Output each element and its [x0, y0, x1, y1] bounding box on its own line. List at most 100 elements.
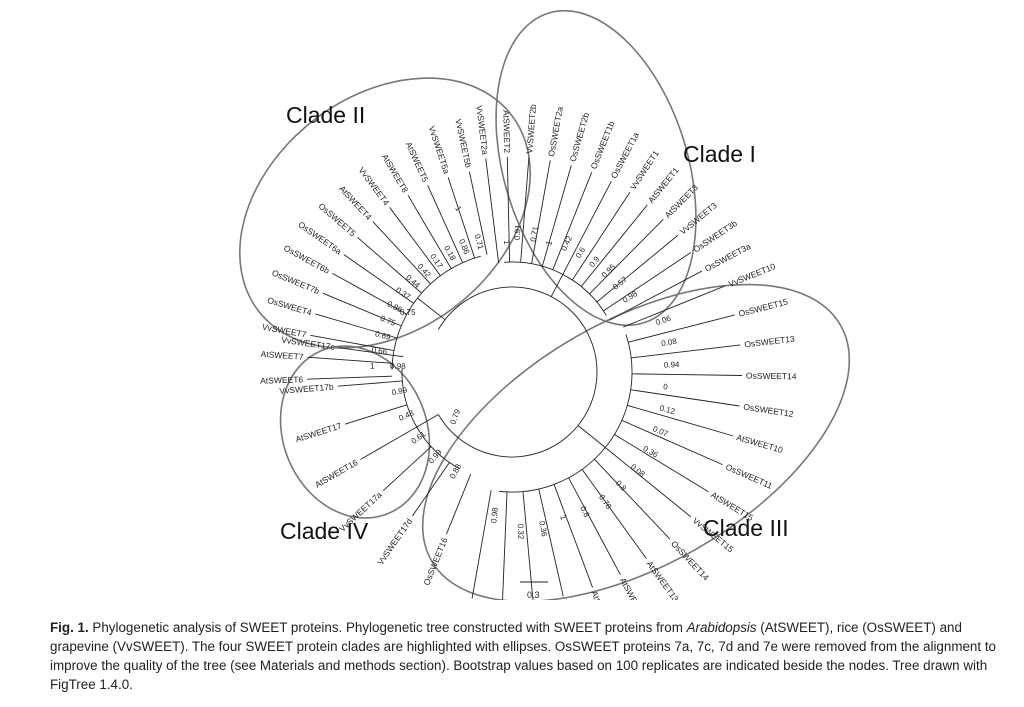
bootstrap-value: 0.71 — [473, 233, 486, 251]
clade3-branch-inner — [522, 491, 529, 552]
taxon-label: AtSWEET10 — [735, 432, 784, 455]
clade1-branch-inner — [603, 282, 646, 312]
taxon-label: OsSWEET1b — [589, 120, 617, 171]
clade2-branch-inner — [464, 229, 476, 259]
clade3-branch-leaf — [684, 421, 734, 437]
clade4-branch-inner — [383, 353, 404, 358]
clade2-branch-inner — [430, 233, 452, 269]
tree-branches — [307, 157, 742, 600]
clade4-branch-leaf — [337, 383, 363, 387]
clade-iv-ellipse — [279, 345, 431, 519]
bootstrap-value: 0.37 — [394, 285, 412, 302]
clade1-branch-inner — [571, 246, 595, 281]
bootstrap-value: 0.94 — [664, 360, 680, 369]
clade2-branch-leaf — [427, 184, 443, 218]
root-bootstrap-value: 1 — [453, 205, 463, 214]
clade1-branch-leaf — [524, 157, 530, 213]
bootstrap-value: 0.88 — [448, 462, 464, 480]
clade2-branch-leaf — [468, 171, 480, 216]
clade2-branch-leaf — [389, 207, 423, 252]
clade2-branch-leaf — [343, 254, 390, 287]
bootstrap-value: 0.32 — [516, 524, 526, 540]
clade3-branch-leaf — [656, 460, 709, 493]
clade1-branch-inner — [580, 247, 614, 287]
clade4-branch-inner — [401, 446, 432, 474]
clade3-branch-leaf — [671, 373, 742, 376]
bootstrap-value: 0 — [663, 382, 669, 392]
clade-iv-label: Clade IV — [280, 518, 369, 544]
clade-iii-ellipse — [421, 283, 851, 600]
clade4-branch-leaf — [360, 436, 400, 460]
clade3-branch-inner — [628, 329, 677, 343]
clade2-branch-leaf — [332, 272, 364, 291]
clade3-branch-leaf — [471, 539, 483, 599]
clade1-branch-inner — [531, 234, 538, 264]
bootstrap-value: 0.17 — [428, 252, 445, 270]
clade2-inner-arc — [391, 255, 481, 370]
clade4-branch-inner — [431, 462, 450, 488]
clade3-branch-inner — [627, 404, 686, 423]
clade4-branch-inner — [462, 473, 472, 493]
clade2-branch-leaf — [307, 356, 353, 361]
bootstrap-value: 1 — [370, 362, 375, 371]
clade2-branch-leaf — [310, 334, 345, 343]
clade1-branch-inner — [552, 223, 572, 270]
clade2-branch-inner — [362, 375, 393, 378]
clade1-branch-inner — [596, 276, 629, 303]
clade2-branch-inner — [368, 329, 398, 339]
clade3-branch-inner — [504, 491, 508, 532]
clade1-branch-inner — [562, 247, 578, 275]
clade1-branch-leaf — [485, 158, 496, 234]
clade-i-ellipse — [495, 9, 697, 327]
clade-i-label: Clade I — [683, 141, 756, 167]
taxon-label: VvSWEET5a — [427, 125, 452, 176]
clade4-inner-arc — [401, 368, 461, 470]
clade1-branch-leaf — [576, 181, 612, 249]
taxon-label: OsSWEET2b — [568, 111, 592, 163]
bootstrap-value: 0.91 — [513, 224, 523, 241]
clade4-branch-leaf — [446, 492, 464, 535]
clade3-branch-leaf — [549, 537, 564, 597]
clade3-branch-leaf — [651, 484, 692, 518]
clade2-branch-inner — [362, 289, 408, 315]
clade3-branch-leaf — [610, 509, 647, 559]
clade3-branch-inner — [604, 447, 653, 486]
clade2-stem — [417, 297, 446, 321]
root-bootstrap-value: 0.79 — [448, 407, 462, 425]
clade-ii-ellipse — [238, 77, 532, 349]
clade1-branch-leaf — [570, 172, 593, 224]
bootstrap-value: 0.42 — [559, 234, 574, 252]
taxon-label: OsSWEET7b — [270, 268, 321, 297]
clade3-branch-leaf — [528, 551, 534, 600]
caption-text-1: Phylogenetic analysis of SWEET proteins.… — [88, 620, 687, 635]
bootstrap-value: 0.98 — [621, 289, 639, 305]
bootstrap-value: 0.61 — [410, 429, 428, 446]
taxon-label: AtSWEET11 — [589, 589, 615, 600]
taxon-label: VvSWEET17c — [281, 335, 336, 353]
root-bootstrap-value: 0.75 — [400, 308, 416, 317]
clade3-branch-inner — [631, 373, 672, 375]
clade2-branch-inner — [396, 246, 431, 285]
clade2-branch-inner — [478, 215, 488, 255]
taxon-label: VvSWEET17d — [375, 516, 414, 567]
clade4-branch-leaf — [344, 413, 379, 425]
taxon-label: OsSWEET13 — [744, 334, 796, 350]
clade1-branch-leaf — [506, 157, 510, 223]
clade4-branch-leaf — [412, 486, 433, 517]
clade3-branch-inner — [630, 389, 681, 398]
clade1-branch-inner — [494, 232, 500, 263]
clade4-branch-inner — [399, 426, 417, 438]
clade-iii-label: Clade III — [703, 515, 789, 541]
clade3-branch-inner — [631, 350, 691, 359]
clade1-branch-leaf — [644, 252, 692, 284]
clade2-branch-leaf — [407, 195, 432, 235]
bootstrap-value: 0.71 — [529, 225, 541, 242]
clade2-branch-leaf — [357, 236, 392, 268]
clade2-branch-leaf — [322, 292, 365, 311]
taxon-label: AtSWEET2 — [501, 110, 512, 153]
bootstrap-value: 0.98 — [489, 506, 500, 523]
bootstrap-value: 0.69 — [374, 329, 392, 342]
taxon-label: AtSWEET16 — [313, 457, 360, 490]
clade1-branch-leaf — [593, 191, 631, 247]
clade1-branch-leaf — [610, 218, 664, 273]
